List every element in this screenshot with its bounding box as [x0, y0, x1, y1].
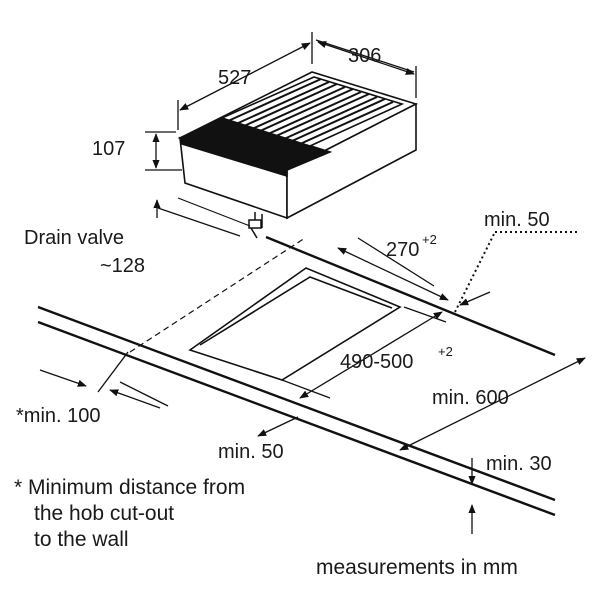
min-30-label: min. 30: [486, 453, 552, 475]
min-600-label: min. 600: [432, 387, 509, 409]
drain-guide-line-2: [157, 207, 241, 237]
min-50-back-dotted: [454, 231, 496, 313]
worktop-front-edge: [37, 305, 556, 502]
drain-valve-label: Drain valve: [24, 227, 124, 249]
min-50-front-label: min. 50: [218, 441, 284, 463]
hob-front-lip: [178, 136, 288, 178]
dim-width-label: 527: [218, 67, 251, 89]
cutout-width-tolerance: +2: [438, 344, 453, 359]
hob-side-face: [286, 102, 417, 220]
footnote-line-1: * Minimum distance from: [14, 476, 245, 499]
dimension-lines: [39, 32, 586, 534]
cutout-depth-tolerance: +2: [422, 232, 437, 247]
units-note: measurements in mm: [316, 556, 518, 579]
hob-appliance: [177, 71, 419, 220]
drain-guide-line: [177, 197, 251, 227]
min-50-back-arrow: [459, 291, 491, 306]
footnote-line-3: to the wall: [34, 528, 129, 551]
drain-valve: [248, 212, 263, 239]
cutout-outline: [188, 267, 402, 381]
dim-height-label: 107: [92, 138, 125, 160]
dim-depth-label: 306: [348, 45, 381, 67]
footnote-line-2: the hob cut-out: [34, 502, 174, 525]
min-50-back-label: min. 50: [484, 209, 550, 231]
cutout-width-label: 490-500: [340, 351, 413, 373]
drain-valve-value: ~128: [100, 255, 145, 277]
wall-reference-line: [129, 237, 306, 353]
worktop: [37, 235, 556, 517]
cutout-depth-label: 270: [386, 239, 419, 261]
min-100-wall-label: *min. 100: [16, 405, 101, 427]
cutout-inner-edge: [199, 276, 393, 346]
